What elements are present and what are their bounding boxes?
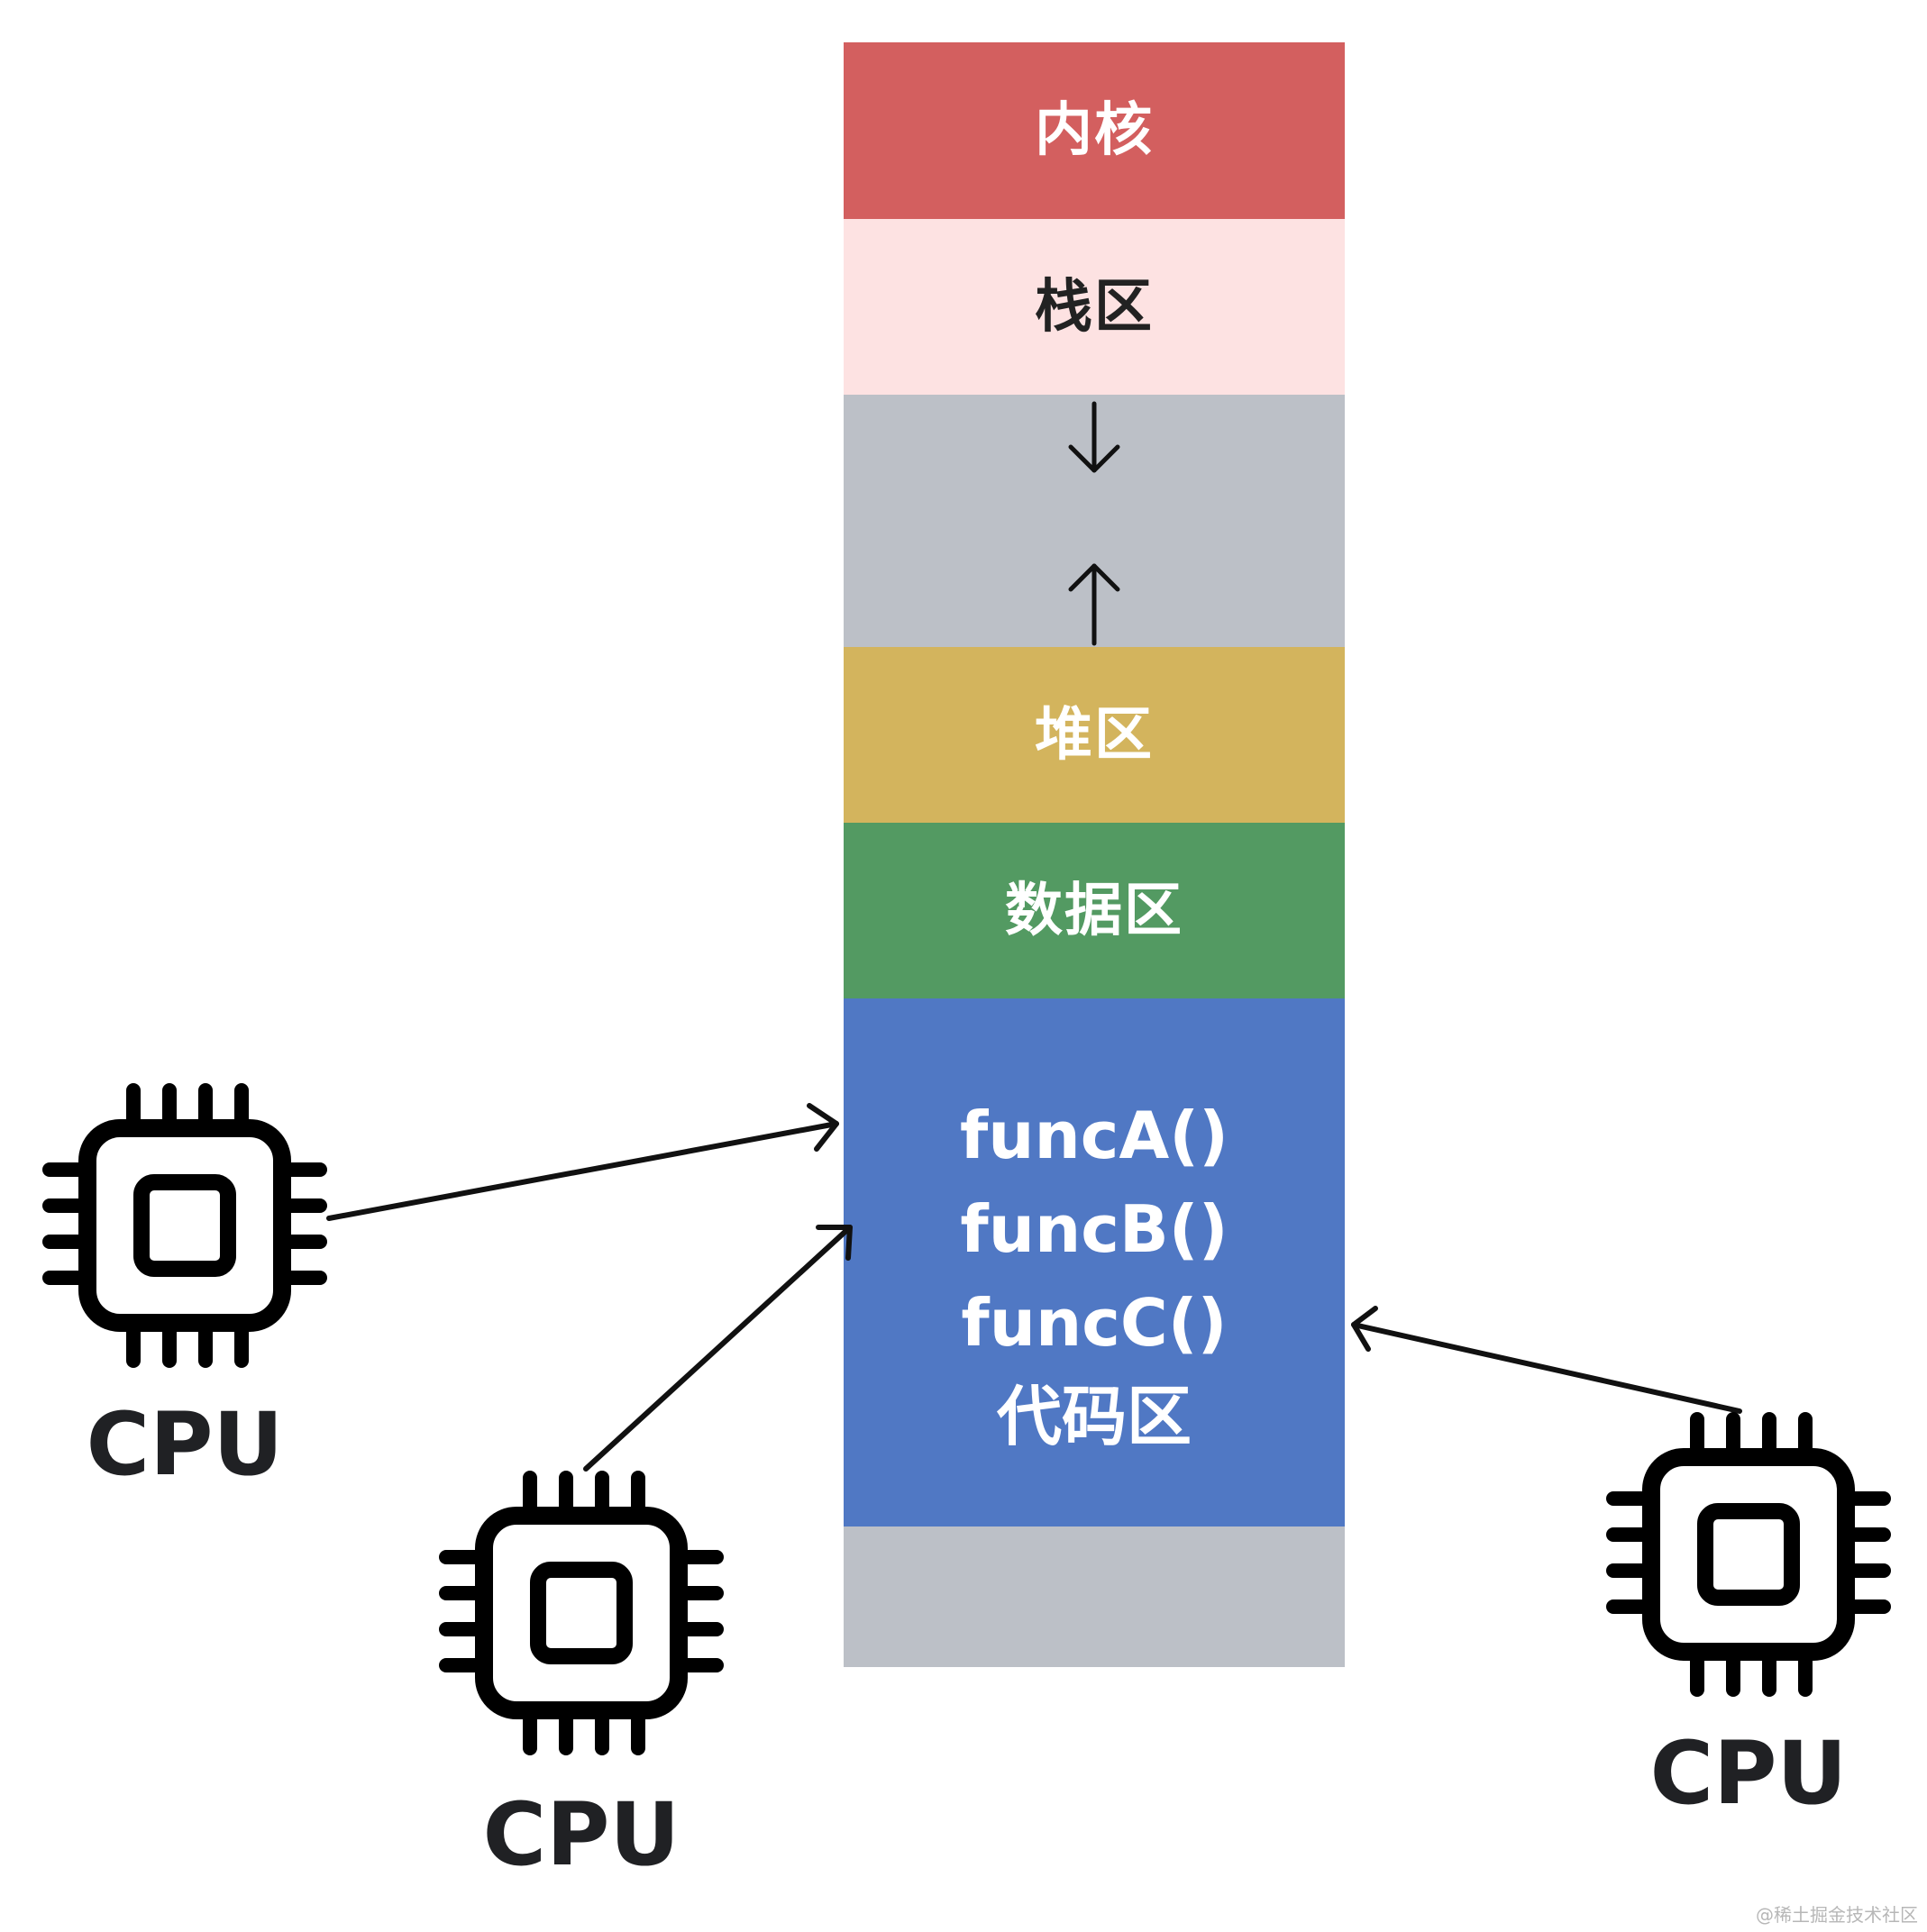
free-space-lower — [844, 1526, 1345, 1667]
free-space-upper — [844, 395, 1345, 647]
data-label: 数据区 — [1005, 877, 1183, 944]
stack-grows-down-arrow-icon — [1068, 401, 1120, 473]
heap-grows-up-arrow-icon — [1068, 563, 1120, 646]
cpu2-to-code-arrow — [583, 1225, 853, 1472]
code-line-funcC: funcC() — [961, 1285, 1228, 1361]
heap-segment: 堆区 — [844, 647, 1345, 823]
code-segment-label: 代码区 — [996, 1379, 1192, 1454]
code-line-funcB: funcB() — [960, 1191, 1228, 1267]
code-line-funcA: funcA() — [959, 1098, 1229, 1173]
cpu-label-3: CPU — [1649, 1723, 1848, 1824]
stack-segment: 栈区 — [844, 219, 1345, 395]
kernel-segment: 内核 — [844, 42, 1345, 219]
cpu-label-2: CPU — [482, 1784, 680, 1885]
code-segment-contents: funcA() funcB() funcC() 代码区 — [844, 1089, 1345, 1463]
cpu3-to-code-arrow — [1351, 1306, 1742, 1414]
heap-label: 堆区 — [1035, 701, 1154, 769]
code-segment: funcA() funcB() funcC() 代码区 — [844, 998, 1345, 1526]
cpu-chip-icon — [439, 1471, 724, 1755]
cpu-label-1: CPU — [86, 1394, 284, 1495]
cpu1-to-code-arrow — [326, 1103, 839, 1221]
watermark: @稀土掘金技术社区 — [1756, 1904, 1918, 1926]
cpu-chip-icon — [42, 1083, 327, 1368]
cpu-chip-icon — [1606, 1412, 1891, 1697]
stack-label: 栈区 — [1035, 273, 1154, 341]
kernel-label: 内核 — [1035, 97, 1154, 164]
growth-arrows — [1068, 401, 1120, 646]
memory-layout: 内核 栈区 堆区 数据区 funcA() funcB() fu — [844, 42, 1345, 1667]
data-segment: 数据区 — [844, 823, 1345, 998]
